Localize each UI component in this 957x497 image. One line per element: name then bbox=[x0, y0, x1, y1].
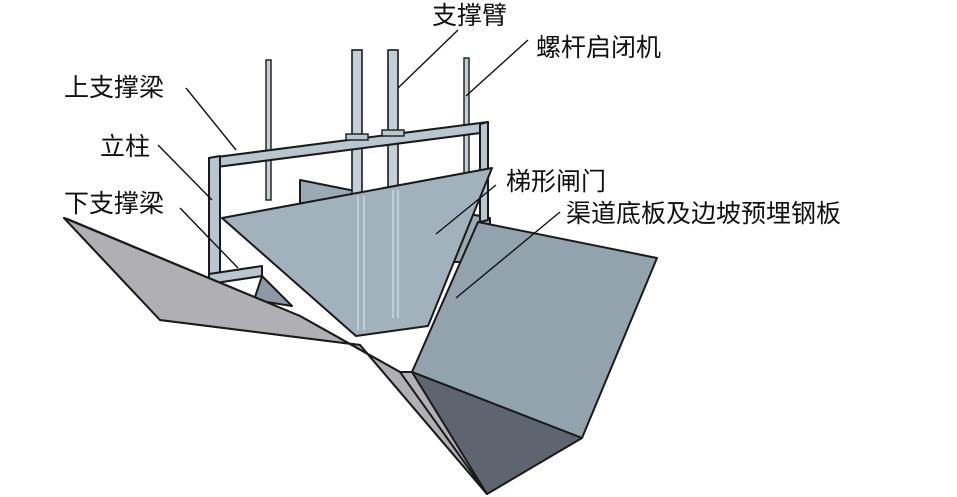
leader-column bbox=[157, 144, 213, 201]
screw-rod-left bbox=[265, 59, 272, 201]
label-screw-hoist: 螺杆启闭机 bbox=[536, 33, 661, 62]
leader-upper-beam bbox=[185, 87, 237, 151]
leader-embedded-plate bbox=[455, 211, 561, 299]
leader-lines bbox=[157, 29, 561, 299]
label-trapezoid-gate: 梯形闸门 bbox=[506, 167, 606, 196]
left-slope-face bbox=[63, 217, 488, 495]
bracket-right bbox=[381, 129, 405, 137]
gate-rod-shadows bbox=[357, 190, 399, 330]
bracket-left bbox=[345, 133, 369, 141]
column-left bbox=[208, 155, 221, 285]
label-lower-beam: 下支撑梁 bbox=[64, 189, 164, 218]
leader-lower-beam bbox=[179, 207, 239, 269]
leader-trapezoid-gate bbox=[435, 184, 497, 235]
label-embedded-plate: 渠道底板及边坡预埋钢板 bbox=[566, 199, 841, 228]
label-upper-beam: 上支撑梁 bbox=[64, 73, 164, 102]
upper-support-beam bbox=[208, 121, 489, 169]
label-support-arm: 支撑臂 bbox=[432, 1, 507, 30]
leader-screw-hoist bbox=[465, 39, 529, 97]
trapezoid-gate bbox=[221, 167, 493, 337]
support-arm-left bbox=[351, 49, 363, 199]
gate-bottom-shadow bbox=[253, 275, 293, 307]
label-column: 立柱 bbox=[100, 132, 150, 161]
screw-rod-right bbox=[463, 57, 470, 187]
support-arm-right bbox=[387, 49, 399, 189]
leader-support-arm bbox=[397, 29, 459, 89]
